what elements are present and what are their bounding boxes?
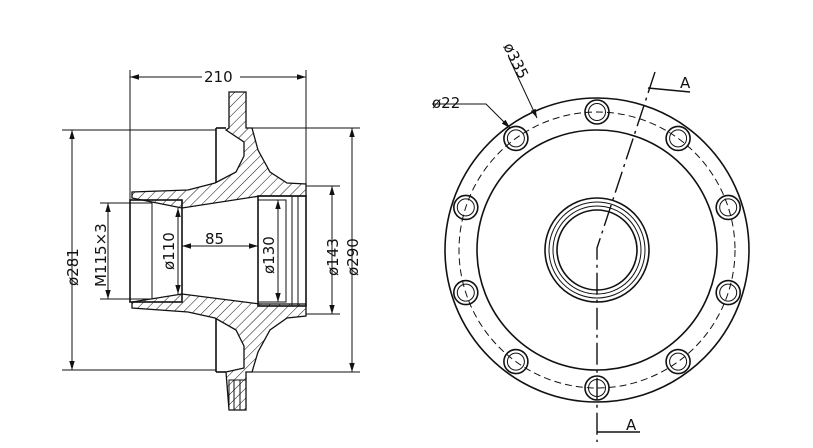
bolt-hole <box>665 125 691 152</box>
bolt-hole-inner <box>588 103 606 121</box>
bolt-hole-inner <box>506 352 525 371</box>
bolt-hole-inner <box>669 129 688 148</box>
dim-inner-length: 85 <box>205 230 224 248</box>
bore-ring-1 <box>548 201 646 299</box>
bolt-hole <box>452 194 479 221</box>
bolt-hole <box>452 279 479 306</box>
front-view: A A ø335 ø22 <box>432 40 750 442</box>
leader-bolt-circle <box>508 57 538 119</box>
dim-bore-left: ø110 <box>160 232 178 270</box>
bolt-circle <box>458 111 736 389</box>
dim-thread: M115×3 <box>92 223 110 287</box>
bolt-hole <box>715 194 742 221</box>
section-label-bottom: A <box>626 416 637 434</box>
dim-hub-outer: ø143 <box>324 238 342 276</box>
section-label-top: A <box>680 74 691 92</box>
outer-flange-circle <box>444 97 750 403</box>
bolt-hole-inner <box>669 352 688 371</box>
lower-wall-section <box>131 293 307 411</box>
leader-hole <box>432 103 511 129</box>
section-view: 210 ø281 M115×3 ø110 85 ø130 ø143 ø290 <box>62 68 362 411</box>
thread-insert <box>129 202 153 300</box>
bolt-hole-inner <box>719 283 738 302</box>
dim-flange-dia: ø281 <box>64 248 82 286</box>
bearing-seat <box>257 199 287 303</box>
bolt-hole-inner <box>719 198 738 217</box>
bolt-hole <box>715 279 742 306</box>
bolt-hole-inner <box>456 198 475 217</box>
bolt-hole <box>584 375 610 401</box>
bolt-hole <box>503 125 529 152</box>
dim-overall-width: 210 <box>204 68 233 86</box>
dim-bore-right: ø130 <box>260 236 278 274</box>
upper-wall-section <box>131 91 307 209</box>
bolt-slot <box>228 379 247 411</box>
dim-hole-dia: ø22 <box>432 94 460 112</box>
bolt-hole-inner <box>506 129 525 148</box>
dim-bolt-circle: ø335 <box>499 40 532 82</box>
dim-outer-dia: ø290 <box>344 238 362 276</box>
section-line-aa <box>596 71 656 442</box>
bolt-hole <box>584 99 610 125</box>
bolt-hole <box>503 348 529 375</box>
bolt-hole <box>665 348 691 375</box>
bolt-hole-inner <box>456 283 475 302</box>
